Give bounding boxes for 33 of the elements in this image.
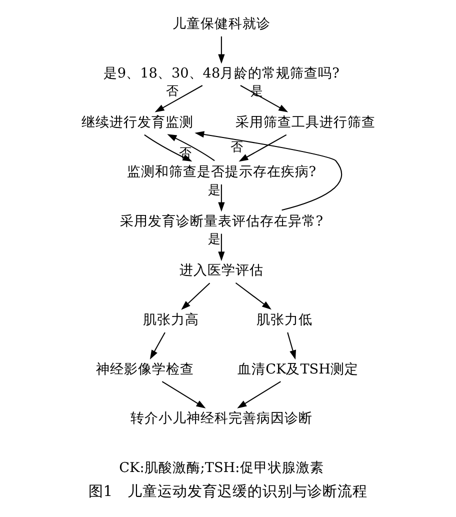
arrow xyxy=(218,36,225,64)
arrow xyxy=(287,332,296,360)
node-text: 肌张力低 xyxy=(256,312,312,328)
arrow xyxy=(237,381,281,408)
arrow xyxy=(218,234,225,262)
arrow xyxy=(154,85,203,112)
node-text: 监测和筛查是否提示存在疾病? xyxy=(126,164,316,180)
edge-label: 否 xyxy=(166,82,179,98)
node-text: 儿童保健科就诊 xyxy=(172,16,270,32)
node-text: 转介小儿神经科完善病因诊断 xyxy=(130,410,312,427)
arrow xyxy=(218,184,225,212)
arrow xyxy=(162,381,206,408)
arrow xyxy=(167,134,215,162)
edge-label: 是 xyxy=(208,231,222,246)
arrow xyxy=(181,282,210,310)
edge-label: 是 xyxy=(208,182,222,197)
node-text: 采用筛查工具进行筛查 xyxy=(235,114,376,131)
node-text: 是9、18、30、48月龄的常规筛查吗? xyxy=(103,65,340,82)
node-text: 肌张力高 xyxy=(143,312,200,328)
caption: 图1 儿童运动发育迟缓的识别与诊断流程 xyxy=(88,482,368,500)
node-text: 神经影像学检查 xyxy=(96,361,194,378)
node-text: 进入医学评估 xyxy=(179,262,264,279)
arrow xyxy=(235,282,272,310)
arrow xyxy=(238,134,287,162)
node-text: 血清CK及TSH测定 xyxy=(238,361,359,378)
arrow xyxy=(144,134,192,162)
edge-label: 否 xyxy=(230,139,244,154)
node-text: 采用发育诊断量表评估存在异常? xyxy=(120,213,324,230)
arrow xyxy=(150,332,166,360)
label: CK:肌酸激酶;TSH:促甲状腺激素 xyxy=(119,460,324,476)
arrow xyxy=(240,85,288,112)
arrow xyxy=(194,131,342,211)
node-text: 继续进行发育监测 xyxy=(81,114,194,131)
